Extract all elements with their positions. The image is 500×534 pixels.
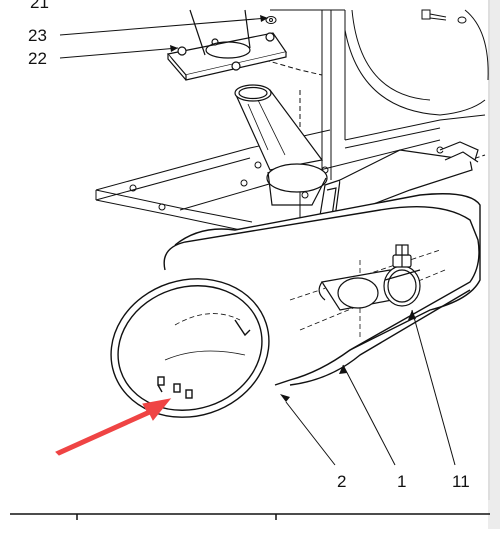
callout-11: 11 bbox=[452, 472, 470, 491]
leader-1 bbox=[342, 364, 396, 466]
leader-23 bbox=[59, 17, 269, 36]
right-edge-shadow bbox=[488, 0, 500, 529]
exhaust-downpipe bbox=[234, 84, 328, 206]
red-pointer-arrow bbox=[55, 398, 172, 456]
callout-22: 22 bbox=[28, 49, 47, 68]
callout-leaders bbox=[59, 17, 456, 466]
leader-2 bbox=[285, 401, 336, 466]
callout-2: 2 bbox=[337, 472, 346, 491]
bottom-border bbox=[10, 513, 490, 520]
callout-23: 23 bbox=[28, 26, 47, 45]
outlet-pipe-and-clamp bbox=[318, 244, 421, 311]
top-right-bolt bbox=[421, 9, 467, 24]
nut-item-23 bbox=[265, 16, 277, 24]
callout-1: 1 bbox=[397, 472, 406, 491]
oval-inlet-ring bbox=[110, 278, 270, 418]
leader-arrowheads bbox=[170, 15, 416, 402]
callout-top-cut: 21 bbox=[30, 0, 49, 12]
flange-plate bbox=[166, 9, 287, 81]
leader-11 bbox=[411, 309, 456, 466]
leader-22 bbox=[59, 47, 179, 59]
